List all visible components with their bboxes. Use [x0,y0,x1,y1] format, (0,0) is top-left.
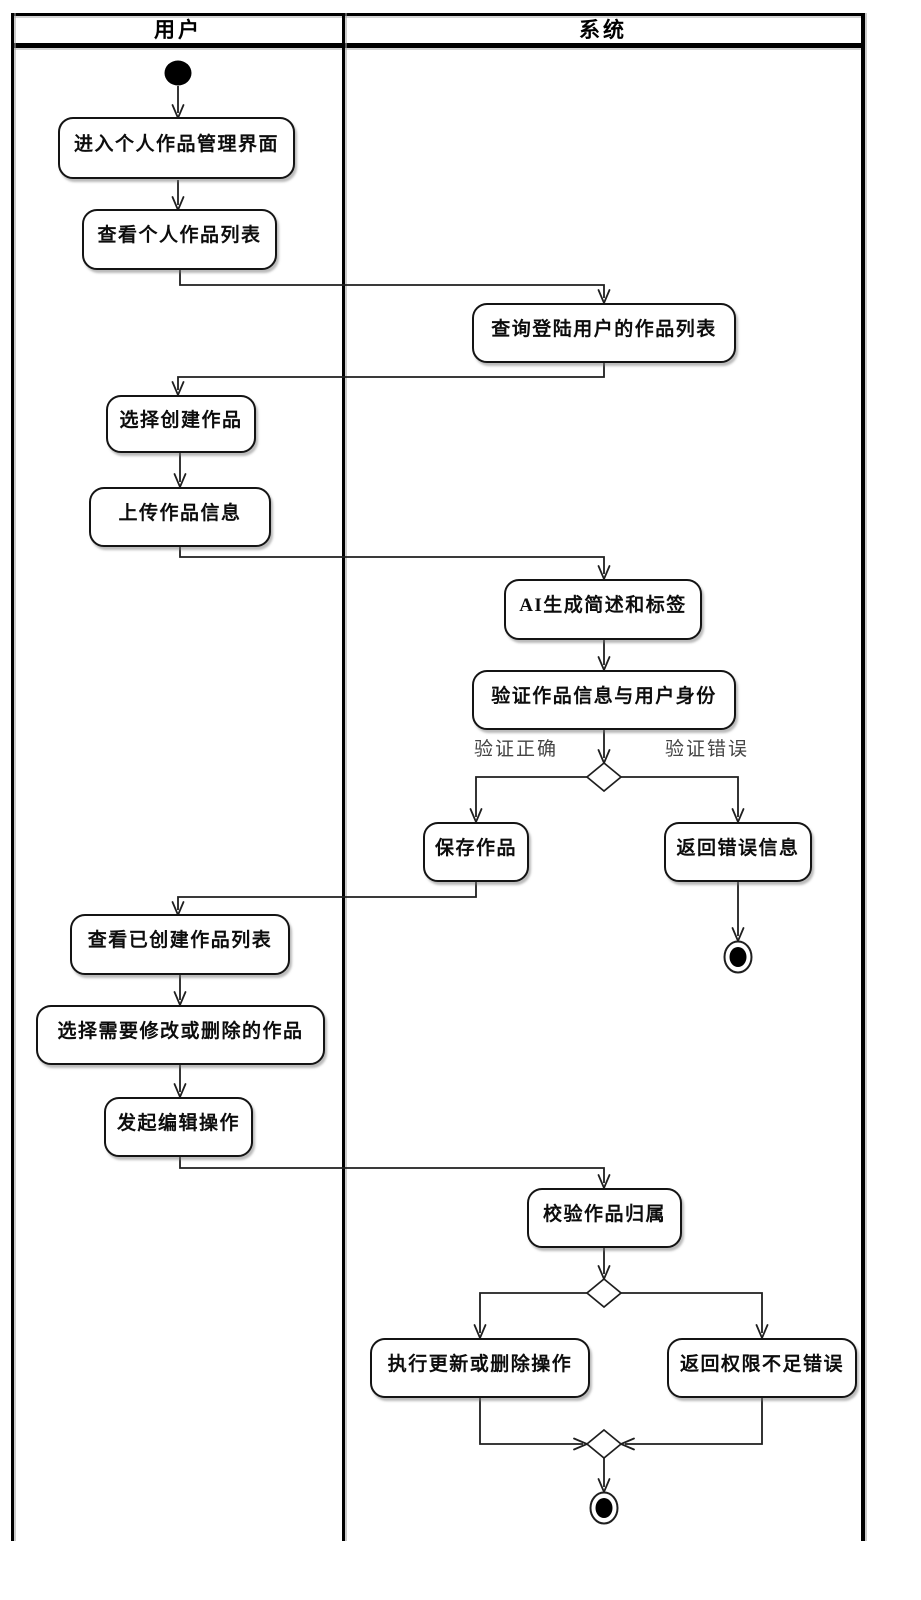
decision-diamond-icon [585,1277,623,1309]
final-node-icon [723,940,753,974]
activity-ai-generate-summary-tags: AI生成简述和标签 [504,579,702,640]
frame-lane-divider [342,13,345,1541]
lane-header-system: 系统 [579,18,627,42]
merge-diamond-icon [585,1428,623,1460]
activity-view-personal-works-list: 查看个人作品列表 [82,209,277,270]
activity-query-user-works-list: 查询登陆用户的作品列表 [472,303,736,363]
frame-header-separator [11,43,865,48]
decision-diamond-icon [585,761,623,793]
guard-label-verify-ok: 验证正确 [473,739,559,760]
activity-check-work-ownership: 校验作品归属 [527,1188,682,1248]
activity-return-error-message: 返回错误信息 [664,822,812,882]
activity-view-created-works-list: 查看已创建作品列表 [70,914,290,975]
activity-upload-work-info: 上传作品信息 [89,487,271,547]
start-node-icon [164,60,192,86]
activity-return-permission-error: 返回权限不足错误 [667,1338,857,1398]
lane-header-user: 用户 [154,18,202,42]
activity-initiate-edit: 发起编辑操作 [104,1097,253,1157]
frame-left-border [11,13,14,1541]
activity-select-work-to-edit-or-delete: 选择需要修改或删除的作品 [36,1005,325,1065]
frame-right-border [861,13,865,1541]
flow-edges [171,86,769,1495]
final-node-icon [589,1491,619,1525]
activity-enter-works-management: 进入个人作品管理界面 [58,117,295,179]
activity-execute-update-or-delete: 执行更新或删除操作 [370,1338,590,1398]
activity-verify-work-info-identity: 验证作品信息与用户身份 [472,670,736,730]
frame-top-border [11,13,865,16]
activity-choose-create-work: 选择创建作品 [106,395,256,453]
guard-label-verify-error: 验证错误 [664,739,750,760]
activity-save-work: 保存作品 [423,822,529,882]
